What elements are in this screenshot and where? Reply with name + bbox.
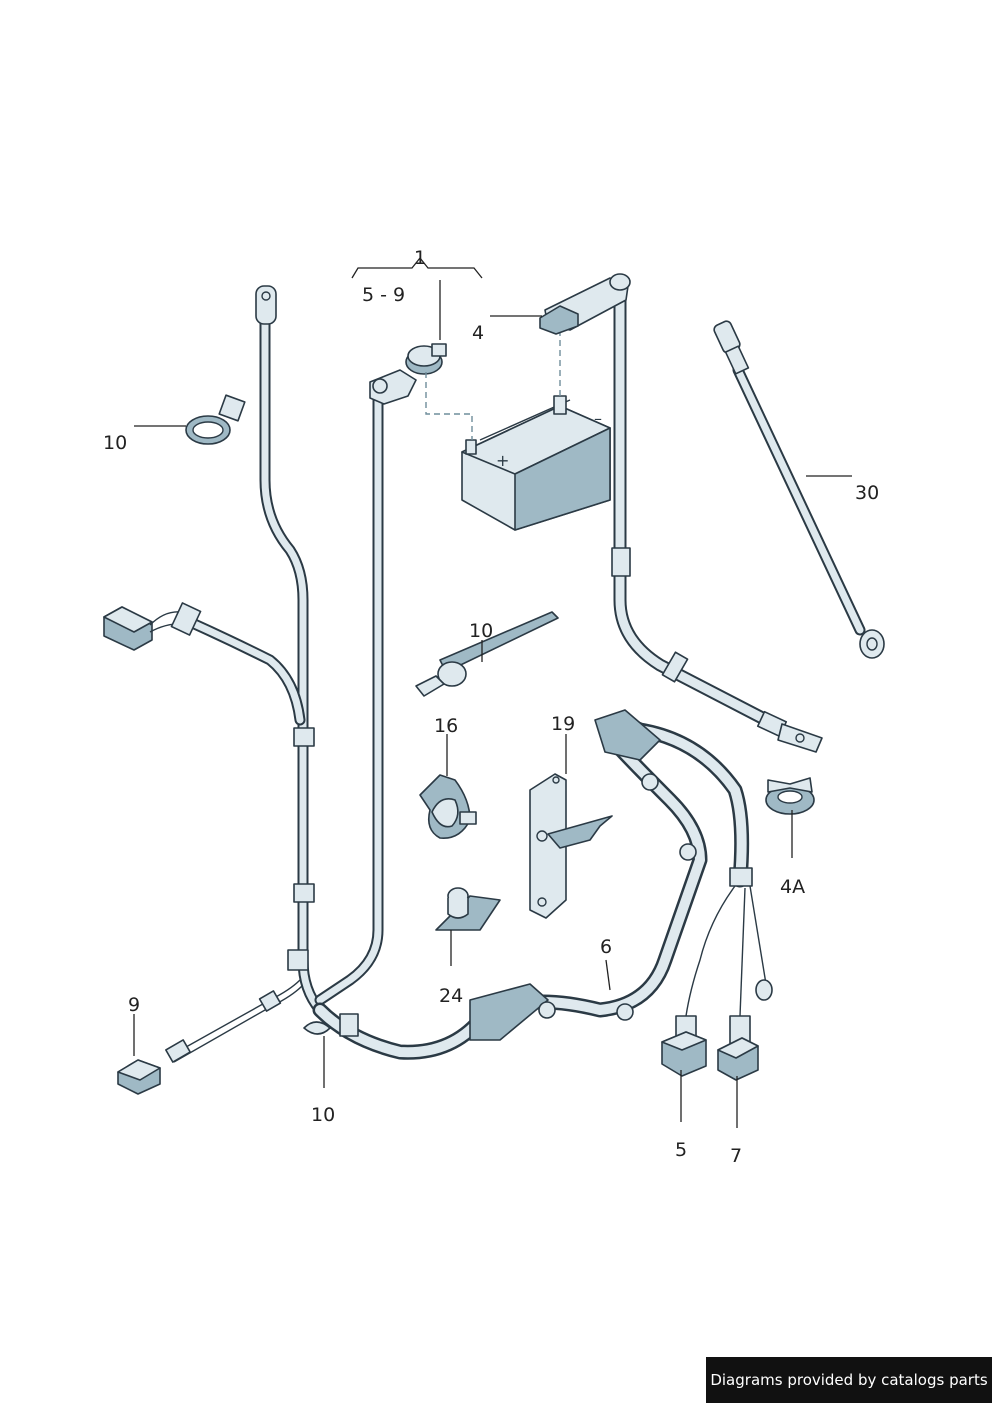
harness-6 — [303, 709, 773, 1060]
main-harness — [184, 294, 326, 1016]
connector-7 — [717, 1015, 759, 1081]
ring-4a — [765, 777, 815, 815]
callout-5-9: 5 - 9 — [362, 284, 405, 306]
callout-1: 1 — [414, 247, 426, 269]
positive-cable — [314, 369, 417, 1006]
callout-16: 16 — [434, 715, 458, 737]
footer-credit: Diagrams provided by catalogs parts — [706, 1357, 992, 1403]
callout-24: 24 — [439, 985, 463, 1007]
cable-clip-16 — [419, 774, 477, 839]
ring-terminal-top-left — [255, 285, 277, 325]
connector-5 — [661, 1015, 707, 1077]
leader-lines — [133, 256, 852, 1128]
callout-6: 6 — [600, 936, 612, 958]
callout-19: 19 — [551, 713, 575, 735]
callout-labels: 1 5 - 9 4 10 30 10 16 19 4A 6 24 9 10 5 … — [103, 247, 879, 1167]
battery-clamp-positive — [405, 343, 447, 375]
callout-10-clamp: 10 — [103, 432, 127, 454]
battery-plus-sign: + — [496, 451, 509, 470]
hose-clamp-10 — [185, 394, 246, 445]
callout-10-bottom: 10 — [311, 1104, 335, 1126]
cable-tie-10 — [415, 611, 559, 697]
connector-left — [103, 602, 202, 651]
battery-minus-sign: – — [594, 409, 602, 428]
cable-30 — [713, 320, 885, 659]
callout-4a: 4A — [780, 876, 805, 898]
callout-10-tie: 10 — [469, 620, 493, 642]
callout-9: 9 — [128, 994, 140, 1016]
callout-30: 30 — [855, 482, 879, 504]
grommet-24 — [435, 887, 501, 931]
battery: – + — [425, 330, 611, 531]
callout-4: 4 — [472, 322, 484, 344]
ground-cable-4 — [539, 273, 823, 753]
callout-7: 7 — [730, 1145, 742, 1167]
callout-5: 5 — [675, 1139, 687, 1161]
bracket-19 — [529, 773, 613, 919]
connector-9 — [117, 979, 303, 1095]
